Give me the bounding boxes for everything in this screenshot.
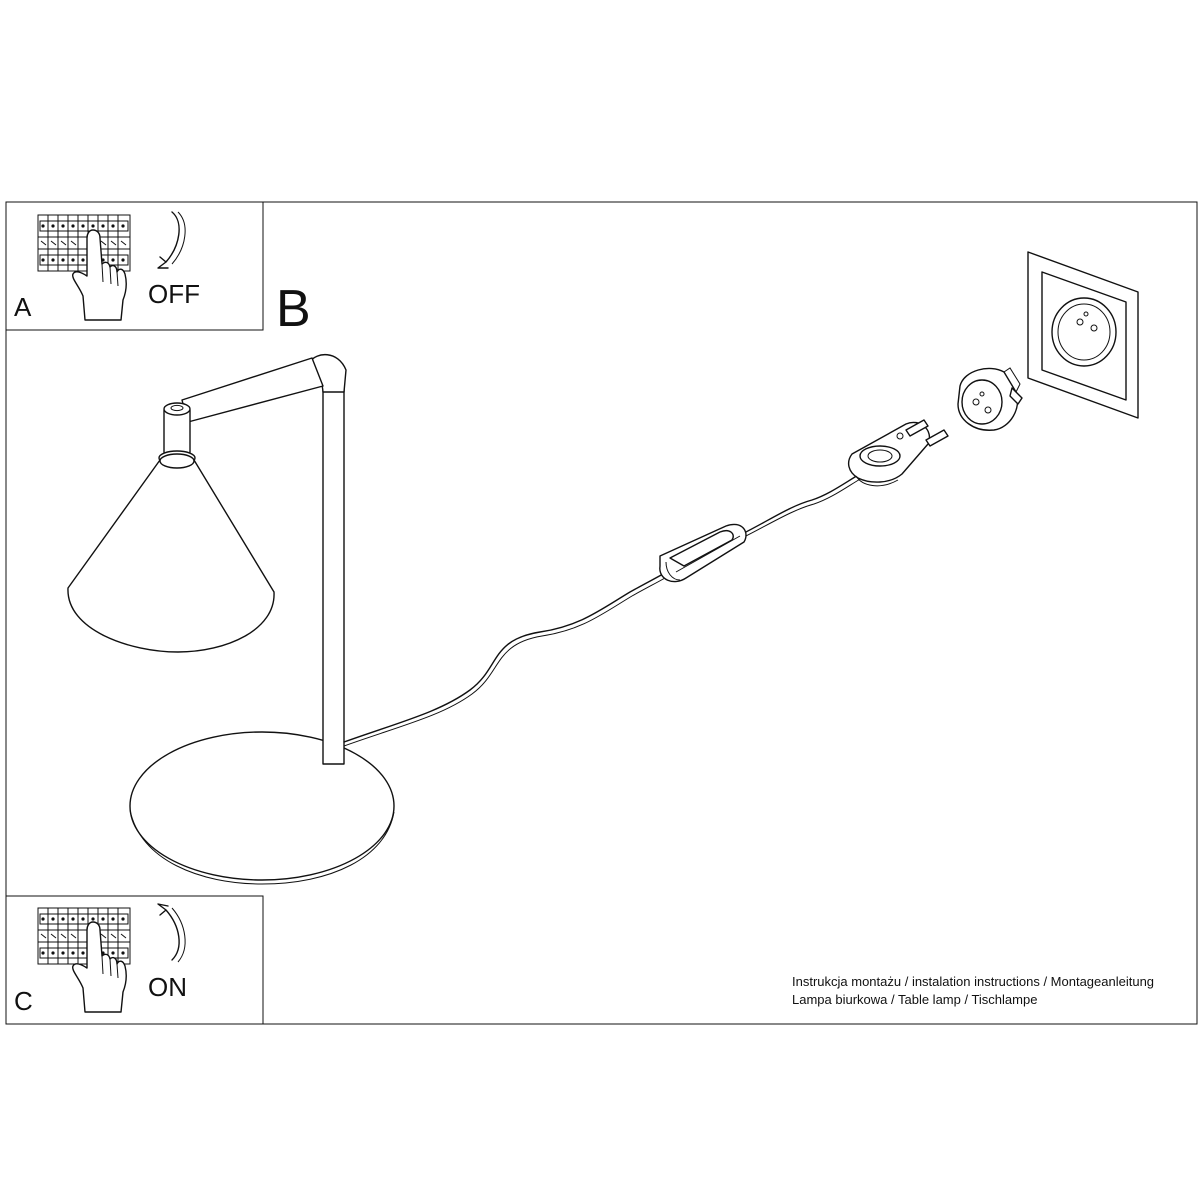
step-a-label: OFF xyxy=(148,279,200,309)
socket-icon xyxy=(1027,251,1139,419)
step-a-box xyxy=(5,201,264,331)
step-c-label: ON xyxy=(148,972,187,1002)
plug-icon xyxy=(847,419,949,487)
step-a-letter: A xyxy=(14,292,32,322)
circuit-breaker-icon xyxy=(37,214,131,272)
switch-icon xyxy=(659,523,747,583)
instruction-frame xyxy=(5,201,1198,1025)
footer-line-2: Lampa biurkowa / Table lamp / Tischlampe xyxy=(792,992,1037,1007)
step-c-letter: C xyxy=(14,986,33,1016)
table-lamp xyxy=(67,354,395,885)
adapter-icon xyxy=(957,367,1023,431)
step-c-box xyxy=(5,895,264,1025)
lamp-arm xyxy=(181,357,324,423)
arrow-down-icon xyxy=(157,211,180,269)
lamp-stem xyxy=(322,379,345,765)
lamp-base xyxy=(129,731,395,881)
lamp-shade xyxy=(67,459,275,653)
footer-line-1: Instrukcja montażu / instalation instruc… xyxy=(792,974,1154,989)
step-b-letter: B xyxy=(276,280,311,338)
arrow-up-icon xyxy=(157,903,180,961)
power-cable xyxy=(343,569,671,743)
circuit-breaker-icon xyxy=(37,907,131,965)
